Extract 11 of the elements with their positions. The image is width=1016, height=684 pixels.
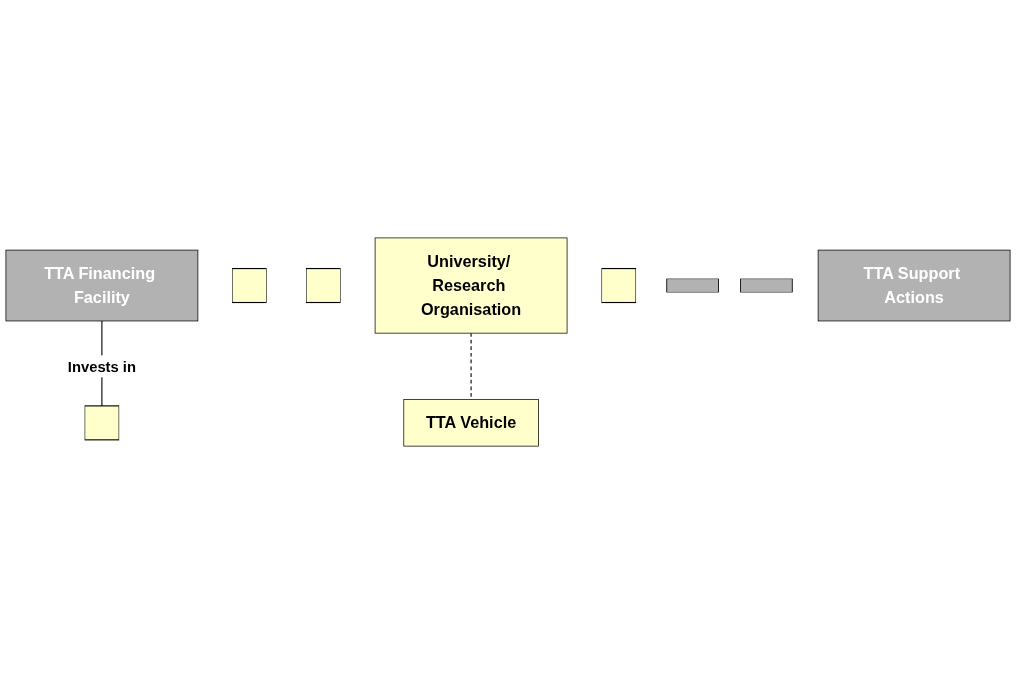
node-bar: [666, 278, 719, 293]
node-box: [601, 268, 637, 303]
node-box: TTA Vehicle: [403, 399, 539, 447]
node-box: TTA Support Actions: [817, 249, 1011, 322]
node-box: University/ Research Organisation: [374, 237, 568, 334]
node-box: [84, 405, 120, 441]
node-box: TTA Financing Facility: [5, 249, 199, 322]
node-bar: [740, 278, 793, 293]
node-box: [306, 268, 341, 303]
edge-label: Invests in: [67, 358, 136, 375]
node-box: [232, 268, 267, 303]
